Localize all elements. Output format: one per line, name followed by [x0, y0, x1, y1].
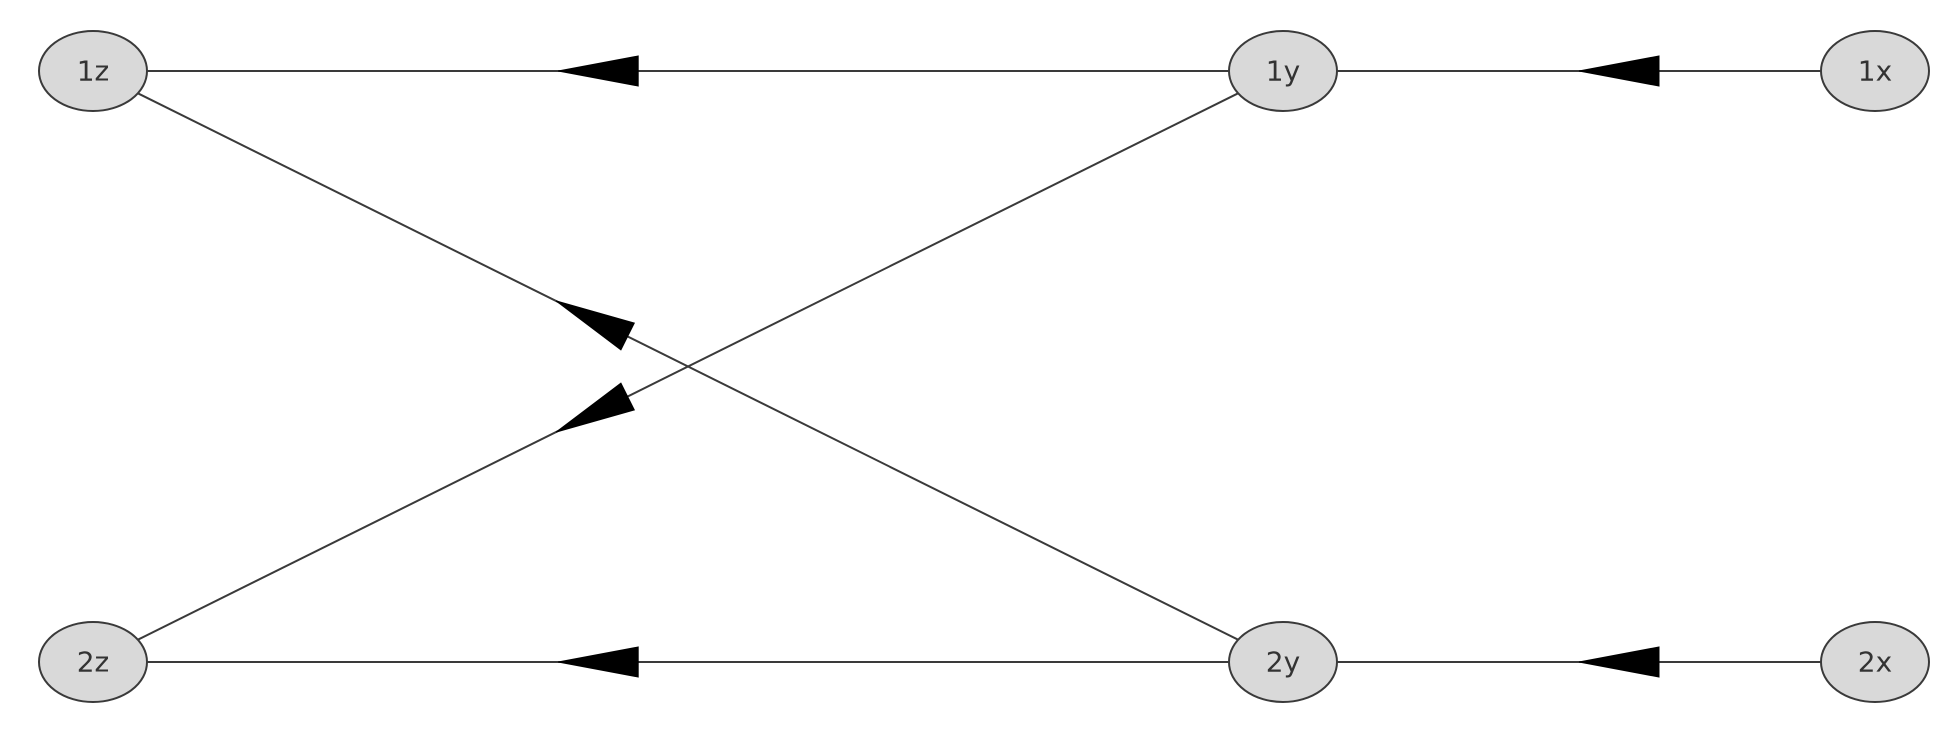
edge-1x-to-1y [1337, 55, 1821, 87]
node-1z: 1z [38, 30, 148, 112]
node-label: 2z [77, 646, 110, 679]
edges-layer [137, 55, 1821, 678]
node-label: 1y [1266, 55, 1300, 88]
node-1x: 1x [1820, 30, 1930, 112]
node-ellipse [1228, 621, 1338, 703]
node-2y: 2y [1228, 621, 1338, 703]
arrowhead-icon [558, 646, 639, 678]
arrowhead-icon [555, 300, 636, 351]
arrowhead-icon [1578, 646, 1660, 678]
node-label: 1z [77, 55, 110, 88]
node-ellipse [1228, 30, 1338, 112]
node-label: 2x [1858, 646, 1892, 679]
arrowhead-icon [558, 55, 639, 87]
node-ellipse [38, 621, 148, 703]
nodes-layer: 1z 1y 1x 2z 2y 2x [38, 30, 1930, 703]
edge-2x-to-2y [1337, 646, 1821, 678]
node-2z: 2z [38, 621, 148, 703]
edge-1y-to-1z [147, 55, 1229, 87]
node-label: 1x [1858, 55, 1892, 88]
node-2x: 2x [1820, 621, 1930, 703]
node-label: 2y [1266, 646, 1300, 679]
node-ellipse [1820, 30, 1930, 112]
edge-2y-to-2z [147, 646, 1229, 678]
node-1y: 1y [1228, 30, 1338, 112]
node-ellipse [38, 30, 148, 112]
edge-line [137, 92, 1239, 641]
arrowhead-icon [1578, 55, 1660, 87]
arrowhead-icon [555, 382, 636, 433]
node-ellipse [1820, 621, 1930, 703]
edge-1y-to-2z [137, 92, 1239, 641]
